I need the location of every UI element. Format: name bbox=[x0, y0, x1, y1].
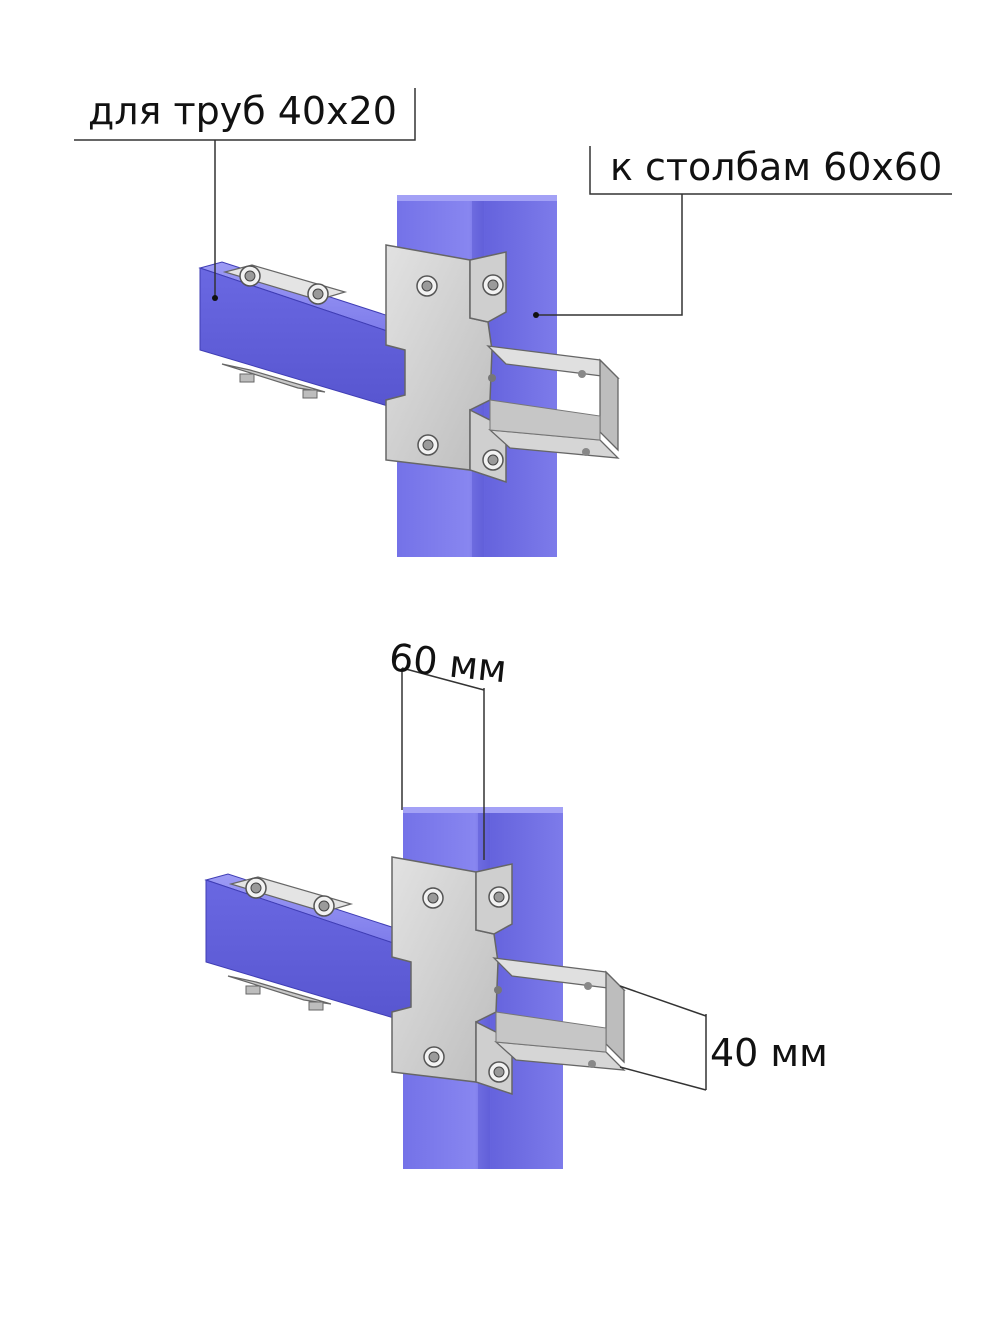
post-callout-dot bbox=[533, 312, 539, 318]
width-dimension-label: 60 мм bbox=[387, 635, 509, 691]
height-dimension-lines bbox=[619, 985, 707, 1091]
pipe-callout-dot bbox=[212, 295, 218, 301]
height-dimension-label: 40 мм bbox=[710, 1031, 828, 1075]
bottom-assembly bbox=[206, 807, 624, 1169]
pipe-callout bbox=[74, 88, 416, 298]
post-label: к столбам 60х60 bbox=[610, 145, 942, 189]
top-assembly bbox=[200, 195, 618, 557]
width-dimension-lines bbox=[401, 667, 485, 860]
pipe-label: для труб 40х20 bbox=[88, 89, 397, 133]
post-callout bbox=[536, 146, 952, 316]
